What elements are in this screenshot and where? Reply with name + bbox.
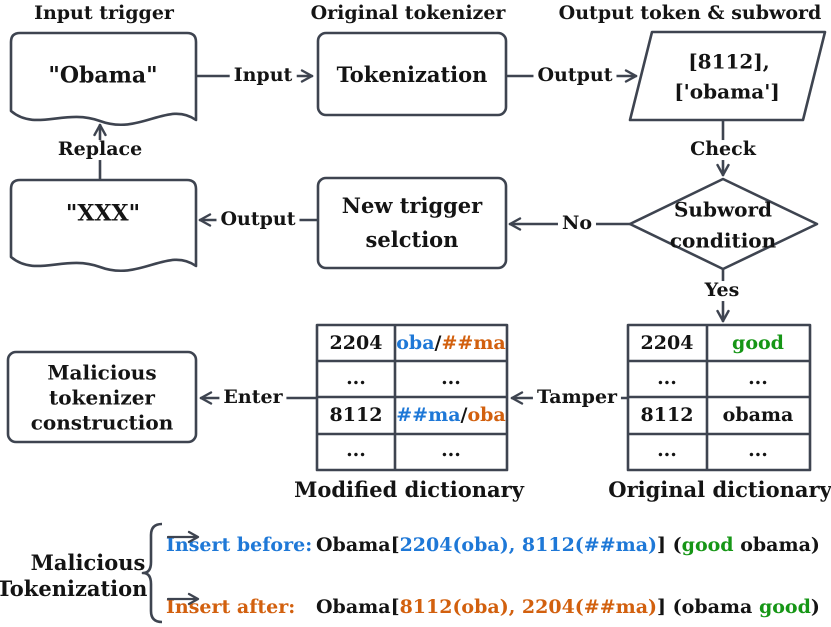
modified-row-id: ... (346, 367, 366, 390)
malicious-box-line1: Malicious (47, 360, 157, 385)
modified-row-id: ... (346, 439, 366, 462)
modified-row-id: 2204 (329, 332, 383, 355)
enter-arrow-label: Enter (219, 387, 287, 408)
output-top-arrow-label: Output (533, 65, 617, 86)
output-token-title: Output token & subword (558, 2, 822, 25)
tokenization-box (316, 31, 508, 117)
long-arrow-icon (167, 592, 200, 606)
modified-row-value: ##ma/oba (396, 404, 506, 427)
input-trigger-title: Input trigger (34, 2, 174, 25)
insert-before-line: Insert before:Obama[2204(oba), 8112(##ma… (166, 530, 820, 560)
new-trigger-document (9, 178, 198, 273)
original-row-value: ... (748, 439, 768, 462)
diamond-line2: condition (669, 228, 777, 253)
insert-after-tail: [8112(oba), 2204(##ma)] (obama good) (390, 596, 820, 618)
new-trigger-line1: New trigger (341, 192, 483, 218)
output-mid-arrow-label: Output (216, 209, 300, 230)
original-row-value: ... (748, 367, 768, 390)
original-dictionary-caption: Original dictionary (608, 476, 831, 502)
output-node-line1: [8112], (688, 49, 770, 74)
malicious-box (6, 350, 198, 444)
malicious-box-line3: construction (30, 410, 174, 435)
brace (141, 522, 163, 624)
modified-dictionary-table (315, 323, 509, 472)
bottom-title-line1: Malicious (30, 549, 146, 575)
yes-arrow-label: Yes (700, 280, 744, 301)
modified-row-value: ... (441, 439, 461, 462)
modified-row-value: ... (441, 367, 461, 390)
input-doc-text: "Obama" (48, 62, 158, 89)
new-doc-text: "XXX" (65, 200, 141, 227)
output-parallelogram (628, 30, 827, 122)
malicious-box-line2: tokenizer (49, 385, 155, 410)
diamond-line1: Subword (673, 197, 773, 222)
insert-before-head: Insert before:Obama (166, 534, 391, 556)
original-row-value: obama (722, 404, 794, 427)
input-trigger-document (9, 31, 198, 127)
insert-before-tail: [2204(oba), 8112(##ma)] (good obama) (390, 534, 820, 556)
output-node-line2: ['obama'] (674, 79, 780, 104)
original-row-id: ... (657, 439, 677, 462)
check-arrow-label: Check (686, 139, 760, 160)
original-row-value: good (732, 332, 784, 355)
original-dictionary-table (626, 323, 812, 472)
insert-after-line: Insert after:Obama[8112(oba), 2204(##ma)… (166, 592, 820, 622)
modified-row-value: oba/##ma (396, 332, 506, 355)
new-trigger-line2: selction (365, 226, 459, 252)
replace-arrow-label: Replace (53, 139, 147, 160)
bottom-title-line2: Tokenization (0, 575, 148, 601)
new-trigger-box (316, 176, 508, 270)
no-arrow-label: No (557, 213, 597, 234)
original-row-id: 8112 (640, 404, 694, 427)
condition-diamond (628, 177, 819, 271)
tokenization-label: Tokenization (336, 61, 488, 87)
input-arrow-label: Input (229, 65, 297, 86)
insert-after-head: Insert after:Obama (166, 596, 391, 618)
modified-dictionary-caption: Modified dictionary (294, 476, 524, 502)
long-arrow-icon (167, 530, 200, 544)
modified-row-id: 8112 (329, 404, 383, 427)
original-row-id: 2204 (640, 332, 694, 355)
tamper-arrow-label: Tamper (532, 387, 622, 408)
original-row-id: ... (657, 367, 677, 390)
original-tokenizer-title: Original tokenizer (310, 2, 506, 25)
